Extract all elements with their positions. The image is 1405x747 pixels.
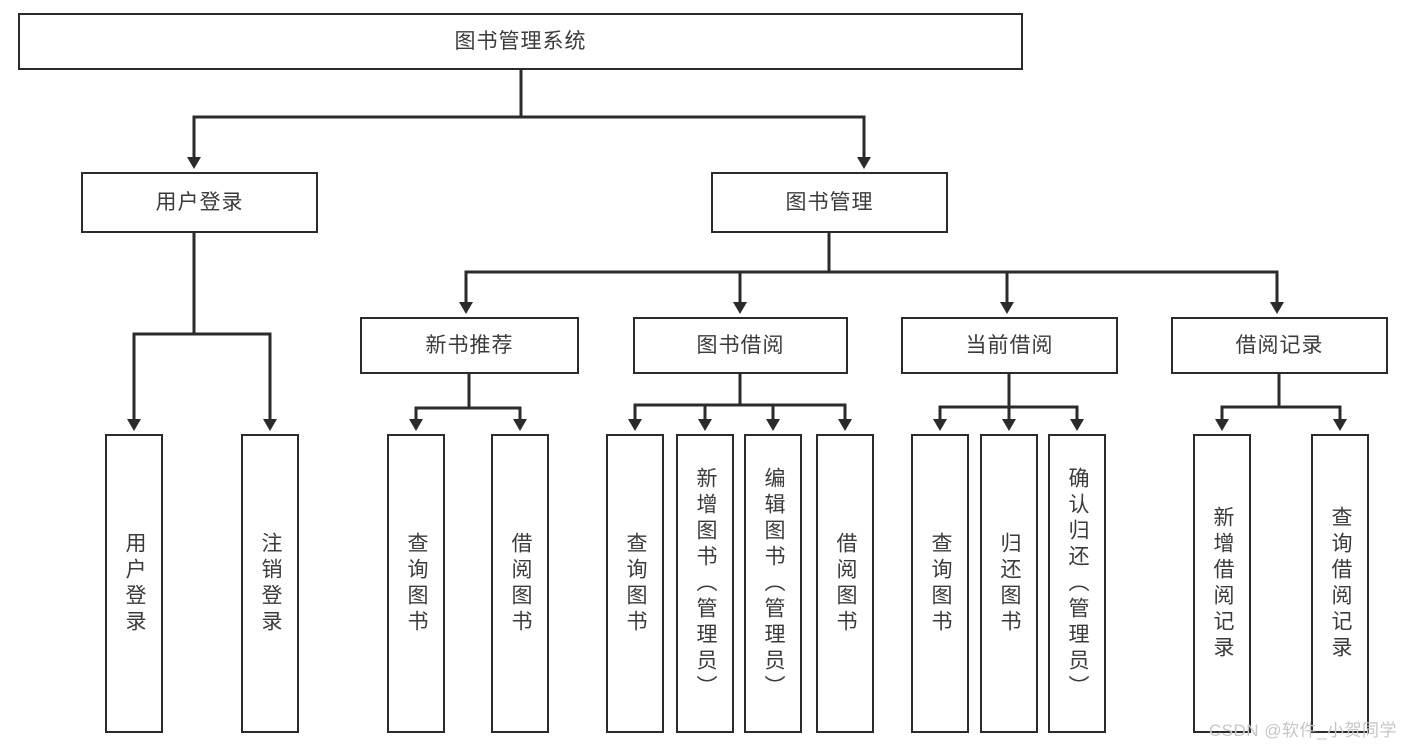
node-label: 查询图书 <box>405 531 429 636</box>
csdn-watermark: CSDN @软件_小贺同学 <box>1208 721 1397 740</box>
node-label: 图书管理系统 <box>454 29 587 53</box>
node-leaf-borrow-book-2[interactable]: 借阅图书 <box>816 434 874 733</box>
node-leaf-query-book-2[interactable]: 查询图书 <box>606 434 664 733</box>
node-current-borrow[interactable]: 当前借阅 <box>901 317 1118 374</box>
node-label: 注销登录 <box>259 531 283 636</box>
node-label: 查询图书 <box>624 531 648 636</box>
node-label: 图书管理 <box>785 190 874 214</box>
node-user-login[interactable]: 用户登录 <box>81 172 318 233</box>
node-leaf-edit-book[interactable]: 编辑图书（管理员） <box>744 434 802 733</box>
node-label: 新书推荐 <box>425 333 514 357</box>
node-label: 归还图书 <box>998 531 1022 636</box>
node-leaf-borrow-book-1[interactable]: 借阅图书 <box>491 434 549 733</box>
node-label: 确认归还（管理员） <box>1066 466 1090 701</box>
node-label: 新增图书（管理员） <box>694 466 718 701</box>
node-label: 查询借阅记录 <box>1329 505 1353 662</box>
node-label: 借阅图书 <box>509 531 533 636</box>
node-label: 查询图书 <box>929 531 953 636</box>
node-label: 编辑图书（管理员） <box>762 466 786 701</box>
node-label: 用户登录 <box>155 190 244 214</box>
node-leaf-query-book-1[interactable]: 查询图书 <box>387 434 445 733</box>
node-new-book-recommend[interactable]: 新书推荐 <box>360 317 579 374</box>
node-book-borrow[interactable]: 图书借阅 <box>633 317 848 374</box>
node-borrow-record[interactable]: 借阅记录 <box>1171 317 1388 374</box>
node-leaf-query-book-3[interactable]: 查询图书 <box>911 434 969 733</box>
node-leaf-add-record[interactable]: 新增借阅记录 <box>1193 434 1251 733</box>
node-label: 新增借阅记录 <box>1211 505 1235 662</box>
node-leaf-logout-login[interactable]: 注销登录 <box>241 434 299 733</box>
node-leaf-user-login[interactable]: 用户登录 <box>105 434 163 733</box>
node-leaf-confirm-return[interactable]: 确认归还（管理员） <box>1048 434 1106 733</box>
node-label: 借阅记录 <box>1235 333 1324 357</box>
node-leaf-query-record[interactable]: 查询借阅记录 <box>1311 434 1369 733</box>
node-label: 用户登录 <box>123 531 147 636</box>
node-leaf-return-book[interactable]: 归还图书 <box>980 434 1038 733</box>
node-label: 当前借阅 <box>965 333 1054 357</box>
node-leaf-add-book[interactable]: 新增图书（管理员） <box>676 434 734 733</box>
node-book-manage[interactable]: 图书管理 <box>711 172 948 233</box>
node-label: 图书借阅 <box>696 333 785 357</box>
node-root-system[interactable]: 图书管理系统 <box>18 13 1023 70</box>
node-label: 借阅图书 <box>834 531 858 636</box>
